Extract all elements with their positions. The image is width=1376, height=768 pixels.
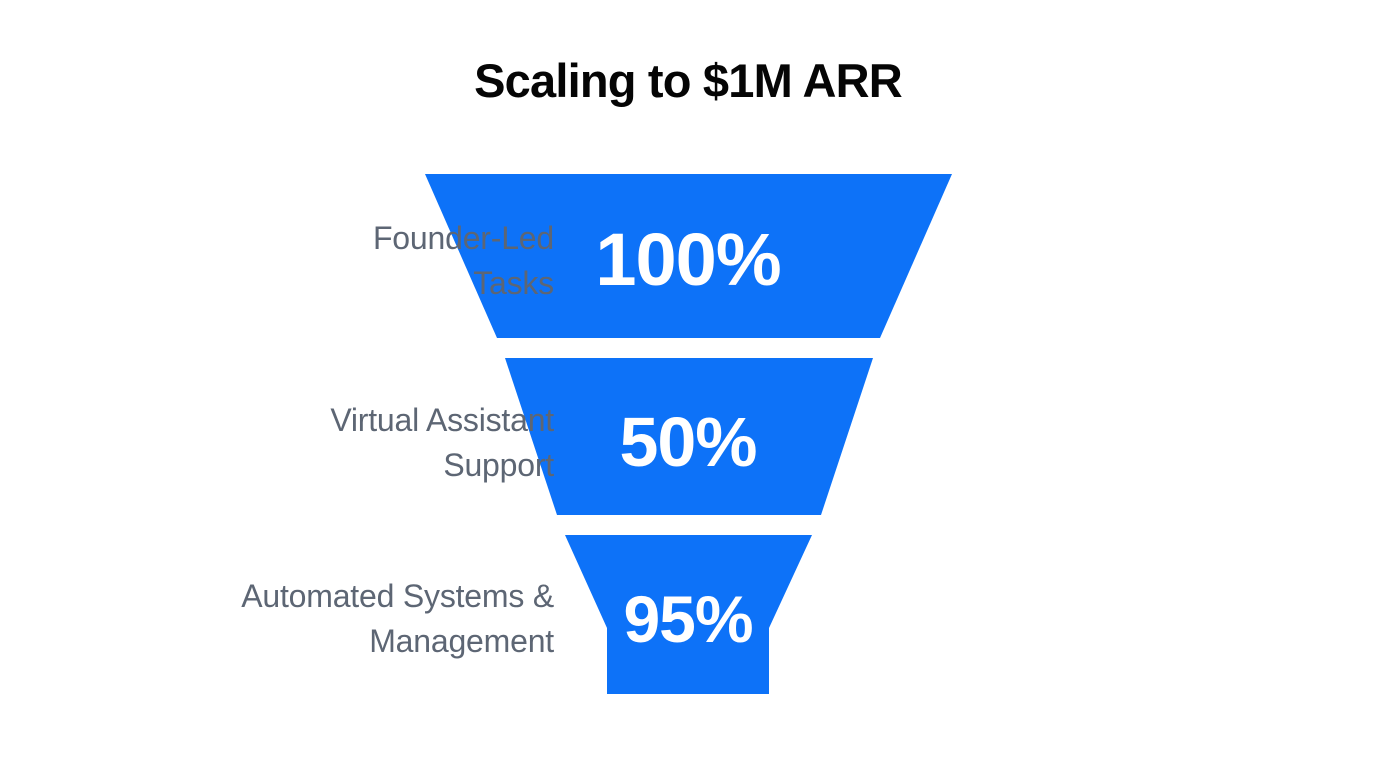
- stage-label-virtual-assistant-support: Virtual Assistant Support: [34, 398, 554, 489]
- stage-label-line: Support: [443, 447, 554, 484]
- stage-label-line: Management: [369, 623, 554, 660]
- stage-label-founder-led-tasks: Founder-Led Tasks: [34, 216, 554, 307]
- page-title: Scaling to $1M ARR: [474, 54, 903, 107]
- stage-label-line: Virtual Assistant: [330, 402, 554, 438]
- stage-label-line: Automated Systems &: [241, 578, 554, 614]
- funnel-segment-1[interactable]: [425, 174, 952, 338]
- funnel-segment-2[interactable]: [505, 358, 873, 515]
- funnel-segment-3[interactable]: [565, 535, 812, 694]
- stage-label-line: Tasks: [473, 265, 554, 302]
- stage-label-line: Founder-Led: [372, 220, 554, 256]
- stage-label-automated-systems-management: Automated Systems & Management: [34, 574, 554, 665]
